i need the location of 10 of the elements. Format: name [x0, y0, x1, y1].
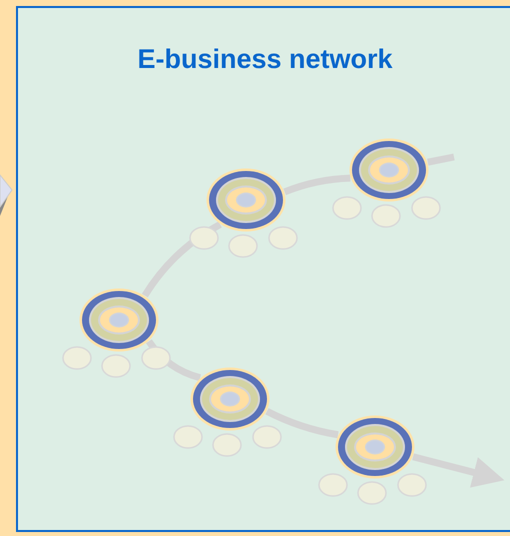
hub-circle: [349, 138, 429, 202]
arrow: [412, 453, 504, 488]
connector-line: [283, 174, 350, 196]
hub-circle: [79, 288, 159, 352]
connector-line: [427, 154, 455, 166]
diagram-title: E-business network: [136, 44, 394, 75]
hub-circle: [190, 367, 270, 431]
connector-line: [265, 408, 339, 438]
hub-circle: [335, 415, 415, 479]
hub-circle: [206, 168, 286, 232]
